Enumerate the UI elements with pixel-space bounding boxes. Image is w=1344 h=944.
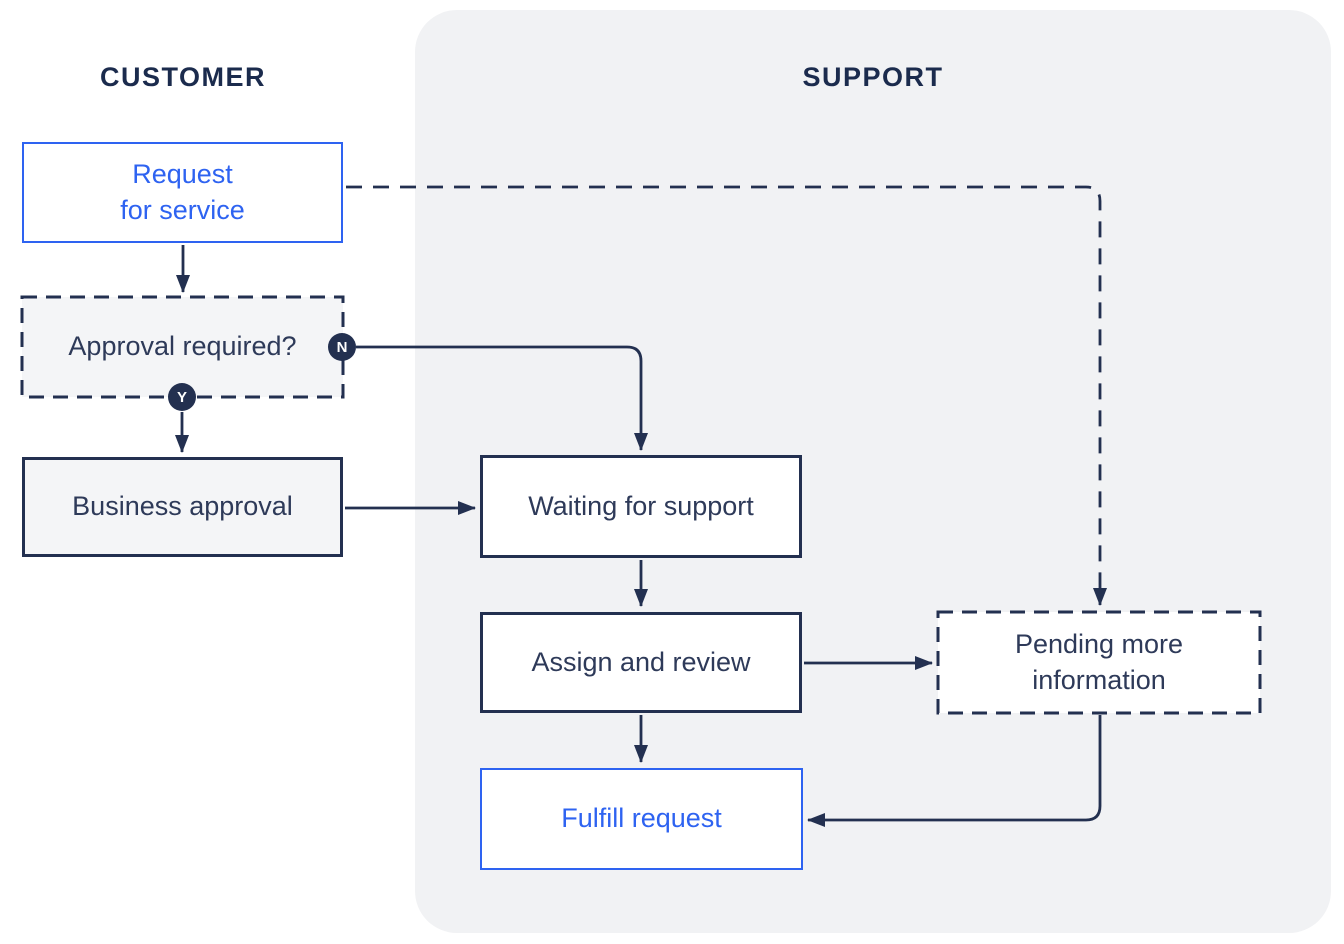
node-request-label: Request for service	[120, 159, 245, 225]
node-pending-more-information: Pending more information	[938, 612, 1260, 713]
node-business-approval: Business approval	[22, 457, 343, 557]
node-approval-required: Approval required?	[22, 297, 343, 397]
node-business-label: Business approval	[72, 491, 293, 522]
node-assign-and-review: Assign and review	[480, 612, 802, 713]
badge-no: N	[328, 333, 356, 361]
node-request-for-service: Request for service	[22, 142, 343, 243]
lane-header-customer: CUSTOMER	[99, 62, 266, 92]
node-assign-label: Assign and review	[531, 646, 751, 677]
node-pending-label: Pending more information	[1014, 629, 1184, 695]
node-waiting-label: Waiting for support	[528, 490, 754, 521]
node-approval-label: Approval required?	[68, 331, 297, 362]
node-fulfill-label: Fulfill request	[561, 803, 722, 834]
lane-header-support: SUPPORT	[802, 62, 944, 92]
node-fulfill-request: Fulfill request	[480, 768, 803, 870]
badge-yes: Y	[168, 383, 196, 411]
node-waiting-for-support: Waiting for support	[480, 455, 802, 558]
